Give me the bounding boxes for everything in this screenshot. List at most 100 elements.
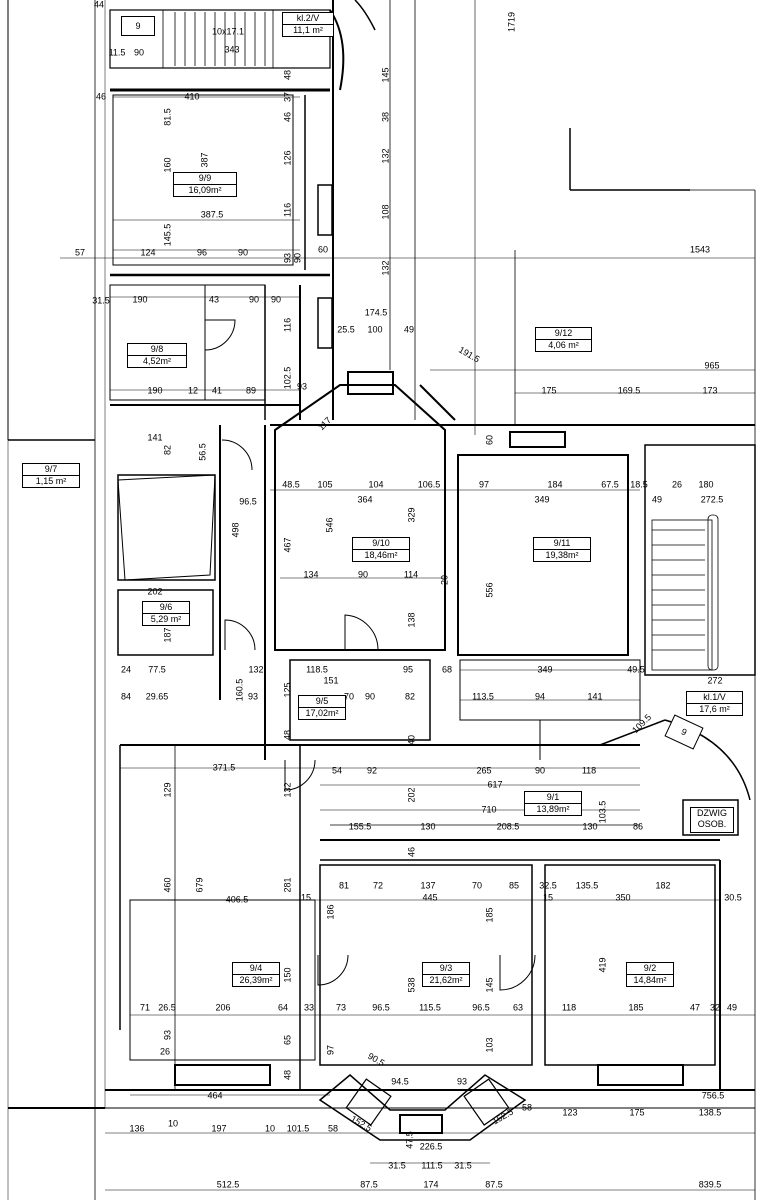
dim-label: 90: [364, 691, 376, 702]
dim-label: 87.5: [485, 1179, 503, 1190]
dim-label: 350: [615, 892, 631, 903]
dim-label: 97: [478, 479, 490, 490]
dim-label: 90: [248, 294, 260, 305]
dim-label: 160.5: [234, 678, 245, 702]
dim-label: 387.5: [200, 209, 224, 220]
dim-label: 67.5: [601, 479, 619, 490]
dim-label: 160: [162, 157, 173, 173]
dim-label: 70: [343, 691, 355, 702]
dim-label: 15: [300, 892, 312, 903]
dim-label: 93: [296, 381, 308, 392]
dim-label: 58: [327, 1123, 339, 1134]
dim-label: 364: [357, 494, 373, 505]
dim-label: 150: [282, 967, 293, 983]
dim-label: 73: [335, 1002, 347, 1013]
dim-label: 93: [282, 252, 293, 264]
dim-label: 20: [439, 574, 450, 586]
dim-label: 44: [93, 0, 105, 10]
dim-label: 89: [245, 385, 257, 396]
dim-label: 445: [422, 892, 438, 903]
dim-label: 85: [508, 880, 520, 891]
dim-label: 190: [147, 385, 163, 396]
dim-label: 136: [129, 1123, 145, 1134]
dim-label: 90: [237, 247, 249, 258]
dim-label: 343: [224, 44, 240, 55]
dim-label: 174.5: [364, 307, 388, 318]
dim-label: 132: [248, 664, 264, 675]
dim-label: 43: [208, 294, 220, 305]
dim-label: 49: [726, 1002, 738, 1013]
dim-label: 197: [211, 1123, 227, 1134]
dim-label: 272: [707, 675, 723, 686]
dim-label: 206: [215, 1002, 231, 1013]
dim-label: 111.5: [421, 1160, 443, 1171]
dim-label: 49: [651, 494, 663, 505]
dim-label: 93: [162, 1029, 173, 1041]
dim-label: 281: [282, 877, 293, 893]
dim-label: 184: [547, 479, 563, 490]
dim-label: 31.5: [454, 1160, 472, 1171]
dim-label: 48: [282, 729, 293, 741]
dim-label: 151: [323, 675, 339, 686]
dim-label: 101.5: [286, 1123, 310, 1134]
dim-label: 108: [380, 204, 391, 220]
dim-label: 12: [187, 385, 199, 396]
dim-label: 56.5: [197, 443, 208, 461]
dim-label: 118: [581, 765, 597, 776]
dim-label: 94: [534, 691, 546, 702]
dim-label: 15: [542, 892, 554, 903]
dim-label: 93: [456, 1076, 468, 1087]
dim-label: 387: [199, 152, 210, 168]
dim-label: 72: [372, 880, 384, 891]
dim-label: 137: [420, 880, 436, 891]
dim-label: 106.5: [417, 479, 441, 490]
dim-label: 272.5: [700, 494, 724, 505]
dim-label: 419: [597, 957, 608, 973]
dim-label: 145.5: [162, 223, 173, 247]
dim-label: 90: [292, 252, 303, 264]
dim-label: 174: [423, 1179, 439, 1190]
dim-label: 123: [562, 1107, 578, 1118]
dim-label: 82: [404, 691, 416, 702]
dim-label: 46: [406, 846, 417, 858]
dim-label: 141: [587, 691, 603, 702]
dim-label: 130: [582, 821, 598, 832]
dim-label: 65: [282, 1034, 293, 1046]
dim-label: 125: [282, 682, 293, 698]
dim-label: 37: [282, 91, 293, 103]
dim-label: 26: [671, 479, 683, 490]
dim-label: 329: [406, 507, 417, 523]
dim-label: 134: [303, 569, 319, 580]
dim-label: 18.5: [630, 479, 648, 490]
dim-label: 185: [628, 1002, 644, 1013]
dim-label: 96.5: [239, 496, 257, 507]
dim-label: 145: [380, 67, 391, 83]
dim-label: 464: [207, 1090, 223, 1101]
dim-label: 31.5: [388, 1160, 406, 1171]
dim-label: 105: [317, 479, 333, 490]
dim-label: 96: [196, 247, 208, 258]
dim-label: 49.5: [627, 664, 645, 675]
dim-label: 31.5: [92, 295, 110, 306]
dim-label: 410: [184, 91, 200, 102]
dim-label: 90: [270, 294, 282, 305]
dim-label: 679: [194, 877, 205, 893]
dim-label: 46: [95, 91, 107, 102]
dim-label: 1543: [689, 244, 711, 255]
lift-label-line2: OSOB.: [697, 819, 727, 829]
dim-label: 138.5: [698, 1107, 722, 1118]
dim-label: 11.5: [108, 47, 126, 58]
dim-label: 371.5: [212, 762, 236, 773]
dim-label: 10: [264, 1123, 276, 1134]
stair-size-label: 10x17.1: [211, 26, 245, 37]
dim-label: 839.5: [698, 1179, 722, 1190]
dim-label: 202: [147, 586, 163, 597]
